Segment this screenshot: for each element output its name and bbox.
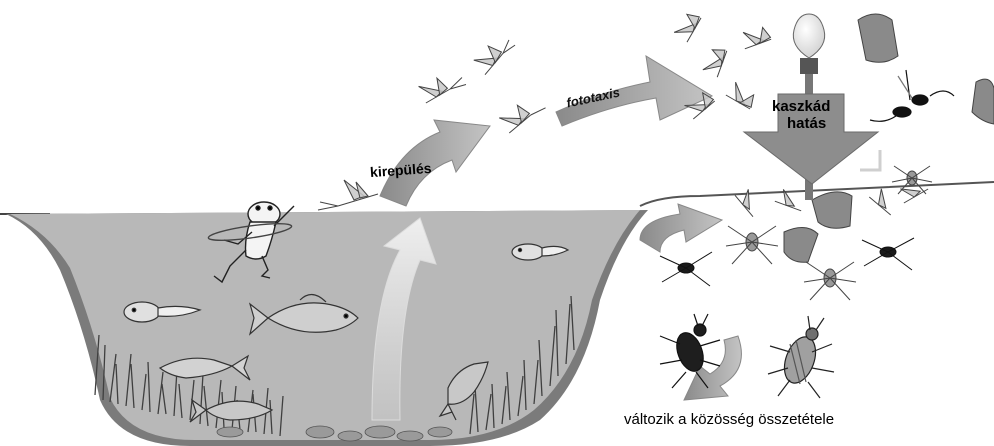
label-community-change: változik a közösség összetétele	[624, 411, 834, 428]
ground-beetle-striped	[768, 316, 834, 398]
bank-arrow-upper	[640, 204, 722, 252]
label-cascade-line1: kaszkád	[772, 98, 830, 115]
label-cascade-line2: hatás	[787, 115, 826, 132]
bulb	[793, 14, 824, 58]
wasp	[870, 70, 954, 121]
phototaxis-arrow	[556, 56, 712, 126]
bulb-socket	[800, 58, 818, 74]
